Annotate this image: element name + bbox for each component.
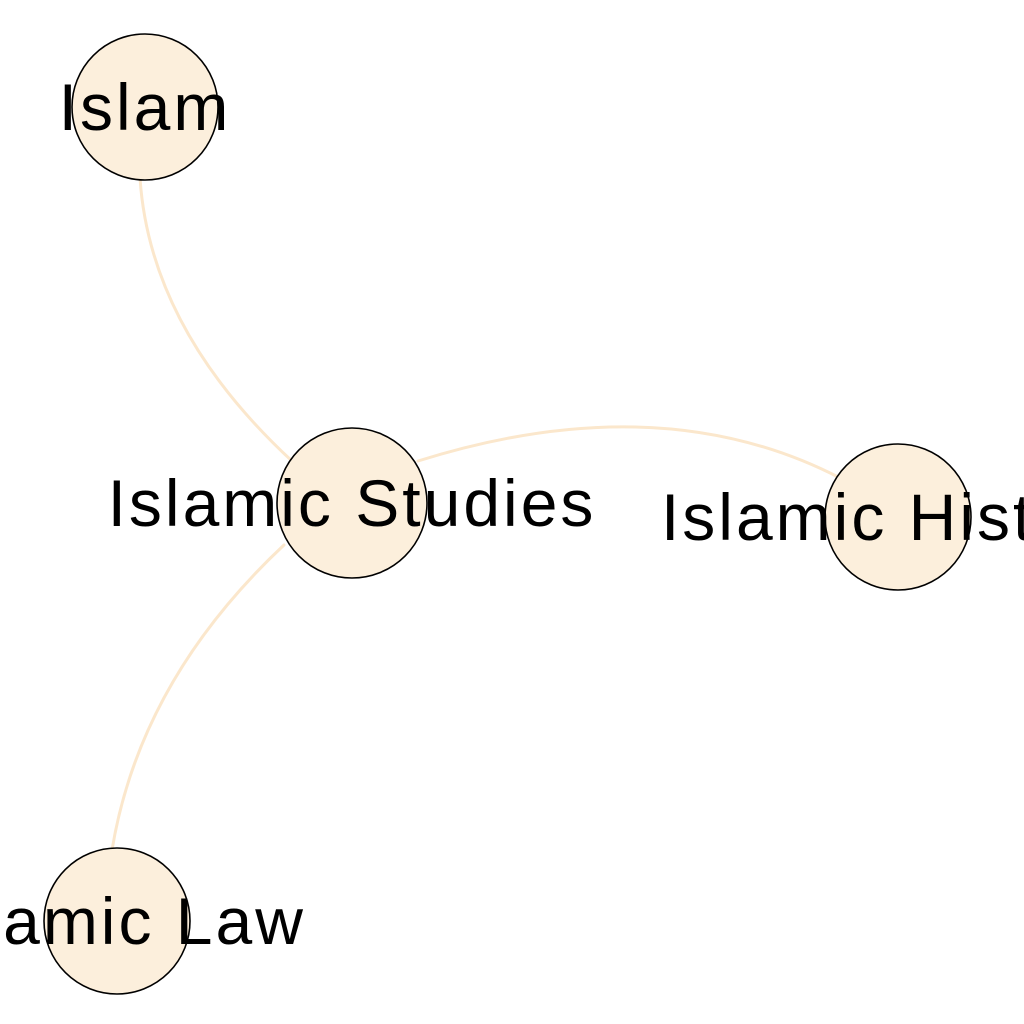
node-islamic-history-circle xyxy=(824,443,972,591)
node-islamic-law[interactable]: Islamic Law xyxy=(0,847,306,995)
node-islamic-studies[interactable]: Islamic Studies xyxy=(108,427,597,579)
node-islamic-law-circle xyxy=(43,847,191,995)
node-islamic-studies-label: Islamic Studies xyxy=(108,466,597,540)
node-islam-circle xyxy=(71,33,219,181)
node-islamic-history-label: Islamic History xyxy=(661,480,1024,554)
edge-islamic-studies-islamic-history xyxy=(416,425,842,480)
edge-layer xyxy=(110,176,842,852)
node-islamic-studies-circle xyxy=(276,427,428,579)
node-islamic-history[interactable]: Islamic History xyxy=(661,443,1024,591)
node-islam-label: Islam xyxy=(59,70,232,144)
node-islam[interactable]: Islam xyxy=(59,33,232,181)
node-layer: Islam Islamic Studies Islamic History Is… xyxy=(0,33,1024,995)
node-islamic-law-label: Islamic Law xyxy=(0,884,306,958)
edge-islamic-studies-islamic-law xyxy=(110,543,286,852)
edge-islam-islamic-studies xyxy=(138,176,295,464)
